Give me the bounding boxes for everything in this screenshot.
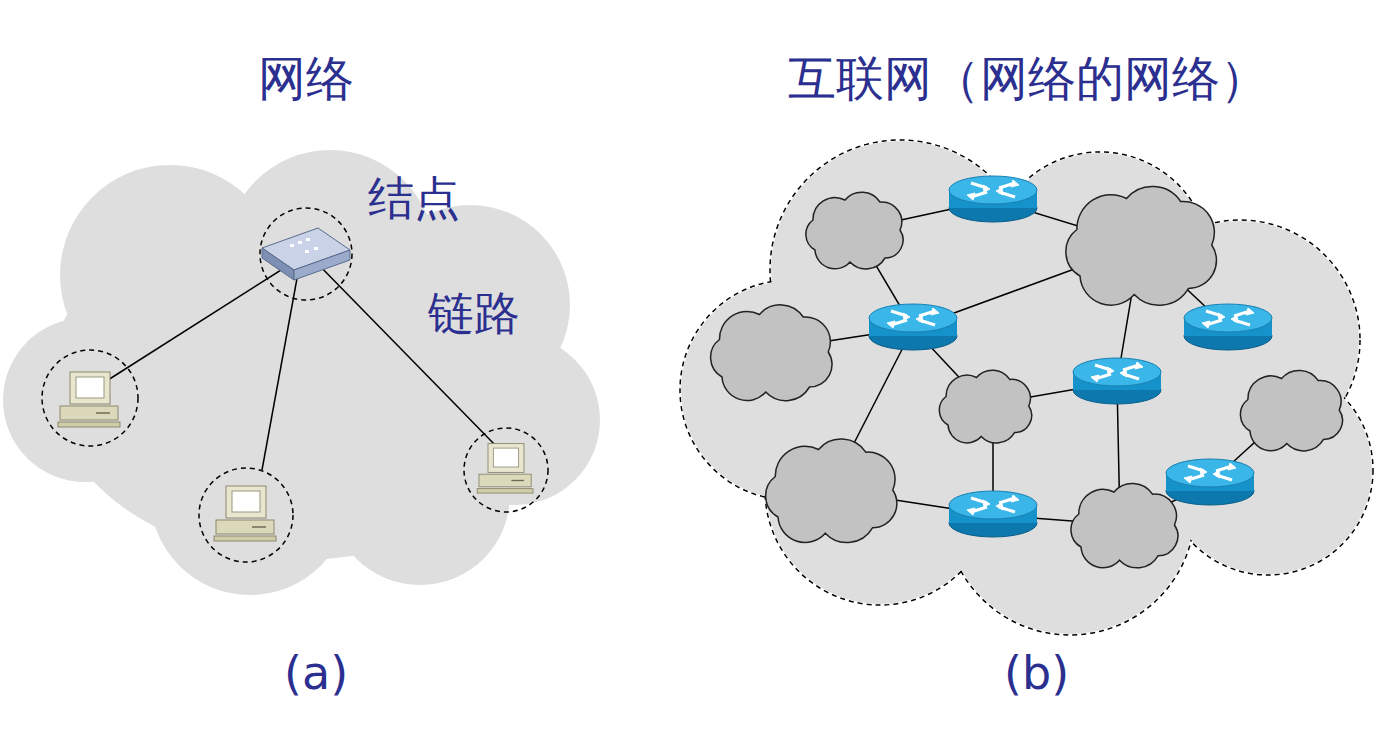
node-label: 结点 bbox=[368, 173, 460, 224]
internet-cloud bbox=[681, 141, 1372, 634]
switch-node bbox=[262, 228, 350, 280]
network-cloud bbox=[3, 150, 600, 595]
subnet-cloud bbox=[711, 187, 1343, 568]
subfigure-label: (b) bbox=[1004, 648, 1069, 699]
link-label: 链路 bbox=[428, 288, 520, 339]
router-icon bbox=[869, 176, 1272, 537]
computer-icon bbox=[58, 372, 120, 427]
internet-cloud-outline bbox=[680, 140, 1373, 635]
subfigure-label: (a) bbox=[284, 648, 348, 699]
diagram-title: 互联网（网络的网络） bbox=[788, 52, 1268, 105]
computer-icon bbox=[477, 444, 533, 494]
computer-icon bbox=[214, 486, 276, 541]
node-marker bbox=[42, 208, 548, 562]
diagram-title: 网络 bbox=[258, 52, 354, 105]
